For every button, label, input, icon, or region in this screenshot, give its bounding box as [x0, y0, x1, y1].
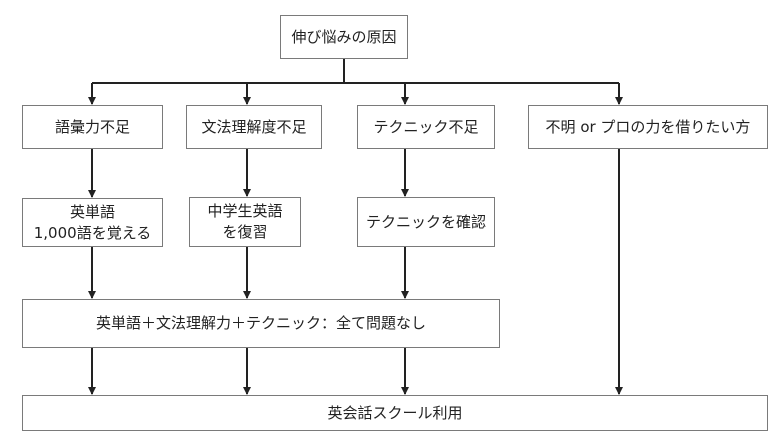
remedy-grammar-box: 中学生英語 を復習: [189, 197, 301, 247]
remedy-vocabulary-box: 英単語 1,000語を覚える: [22, 198, 163, 247]
cause-technique-box: テクニック不足: [357, 105, 495, 149]
cause-grammar-box: 文法理解度不足: [186, 105, 322, 149]
root-cause-box: 伸び悩みの原因: [280, 15, 408, 59]
remedy-technique-box: テクニックを確認: [357, 197, 495, 247]
english-school-box: 英会話スクール利用: [22, 395, 768, 431]
cause-unknown-box: 不明 or プロの力を借りたい方: [528, 105, 768, 149]
cause-vocabulary-box: 語彙力不足: [22, 105, 163, 149]
all-clear-box: 英単語＋文法理解力＋テクニック：全て問題なし: [22, 299, 500, 348]
